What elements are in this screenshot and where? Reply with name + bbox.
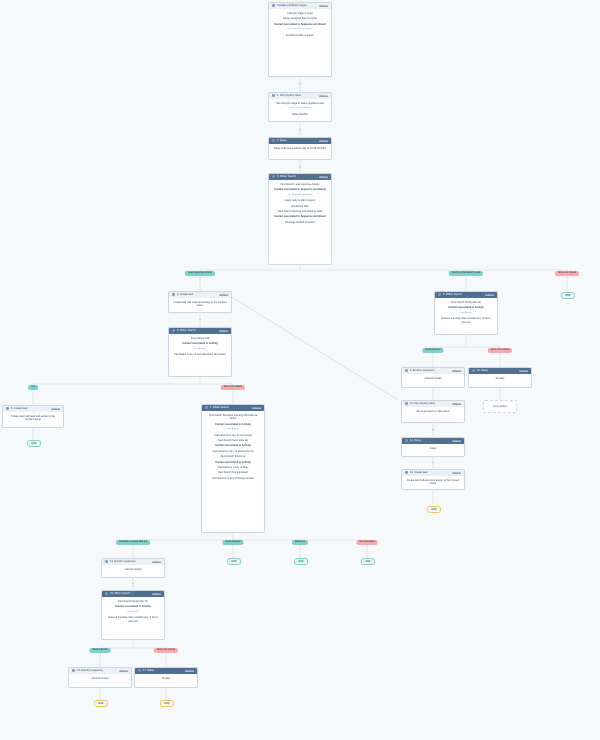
actions-menu[interactable]: Actions bbox=[219, 329, 228, 333]
actions-menu[interactable]: Actions bbox=[452, 471, 461, 475]
add-action-plus[interactable]: + bbox=[298, 81, 302, 86]
actions-menu[interactable]: Actions bbox=[319, 94, 328, 98]
actions-menu[interactable]: Actions bbox=[119, 669, 128, 673]
add-action-plus[interactable]: + bbox=[131, 581, 135, 586]
actions-menu[interactable]: Actions bbox=[252, 406, 261, 410]
actions-menu[interactable]: Actions bbox=[319, 175, 328, 179]
end-node: END bbox=[94, 700, 108, 707]
branch-icon bbox=[172, 329, 175, 333]
add-action-plus[interactable]: + bbox=[431, 427, 435, 432]
branch-icon bbox=[438, 293, 441, 297]
branch-tag-none-met[interactable]: None met criteria bbox=[487, 348, 513, 353]
end-node: END bbox=[227, 558, 241, 565]
task-icon bbox=[6, 407, 9, 411]
enrollment-icon bbox=[272, 4, 275, 8]
clock-icon bbox=[405, 439, 408, 443]
sequence-icon bbox=[105, 560, 108, 564]
branch-icon bbox=[205, 406, 208, 410]
actions-menu[interactable]: Actions bbox=[519, 369, 528, 373]
actions-menu[interactable]: Actions bbox=[152, 560, 161, 564]
branch-tag-follow-up[interactable]: Follow up bbox=[291, 540, 309, 545]
clock-icon bbox=[472, 369, 475, 373]
end-node: END bbox=[160, 700, 174, 707]
branch-tag-none-met[interactable]: None met criteria bbox=[554, 271, 580, 276]
end-node: END bbox=[294, 558, 308, 565]
property-icon bbox=[272, 94, 275, 98]
end-node: END bbox=[27, 440, 41, 447]
end-node: END bbox=[561, 292, 575, 299]
branch-tag-none-met[interactable]: None met criteria bbox=[153, 648, 179, 653]
actions-menu[interactable]: Actions bbox=[452, 402, 461, 406]
actions-menu[interactable]: Actions bbox=[51, 407, 60, 411]
actions-menu[interactable]: Actions bbox=[152, 592, 161, 596]
add-action-plus[interactable]: + bbox=[298, 164, 302, 169]
branch-tag-send-price[interactable]: Send price list bbox=[89, 648, 111, 653]
branch-tag-yes[interactable]: Yes bbox=[28, 385, 38, 390]
clock-icon bbox=[138, 669, 141, 673]
sequence-icon bbox=[405, 369, 408, 373]
clock-icon bbox=[272, 139, 275, 143]
actions-menu[interactable]: Actions bbox=[185, 669, 194, 673]
end-node: END bbox=[427, 506, 441, 513]
task-icon bbox=[405, 471, 408, 475]
sequence-icon bbox=[72, 669, 75, 673]
go-to-action-card[interactable]: Go to action bbox=[483, 400, 517, 413]
actions-menu[interactable]: Actions bbox=[485, 293, 494, 297]
add-action-plus[interactable]: + bbox=[198, 317, 202, 322]
actions-menu[interactable]: Actions bbox=[319, 4, 328, 8]
add-action-plus[interactable]: + bbox=[431, 460, 435, 465]
branch-tag-send-price[interactable]: Send price list bbox=[422, 348, 444, 353]
actions-menu[interactable]: Actions bbox=[319, 139, 328, 143]
branch-icon bbox=[272, 175, 275, 179]
property-icon bbox=[405, 402, 408, 406]
branch-tag-lead-response[interactable]: Lead response Activity bbox=[185, 271, 215, 276]
end-node: END bbox=[361, 558, 375, 565]
actions-menu[interactable]: Actions bbox=[219, 293, 228, 297]
actions-menu[interactable]: Actions bbox=[452, 369, 461, 373]
actions-menu[interactable]: Actions bbox=[452, 439, 461, 443]
branch-tag-send-price[interactable]: Send price list bbox=[222, 540, 244, 545]
branch-icon bbox=[105, 592, 108, 596]
add-action-plus[interactable]: + bbox=[298, 127, 302, 132]
branch-tag-none-met[interactable]: None met criteria bbox=[220, 385, 246, 390]
branch-tag-schedule-meeting[interactable]: Schedule meeting with lea bbox=[116, 540, 150, 545]
branch-tag-not-interested[interactable]: Not interested bbox=[356, 540, 378, 545]
branch-tag-meeting-scheduled[interactable]: Meeting scheduled by lead bbox=[448, 271, 484, 276]
task-icon bbox=[172, 293, 175, 297]
